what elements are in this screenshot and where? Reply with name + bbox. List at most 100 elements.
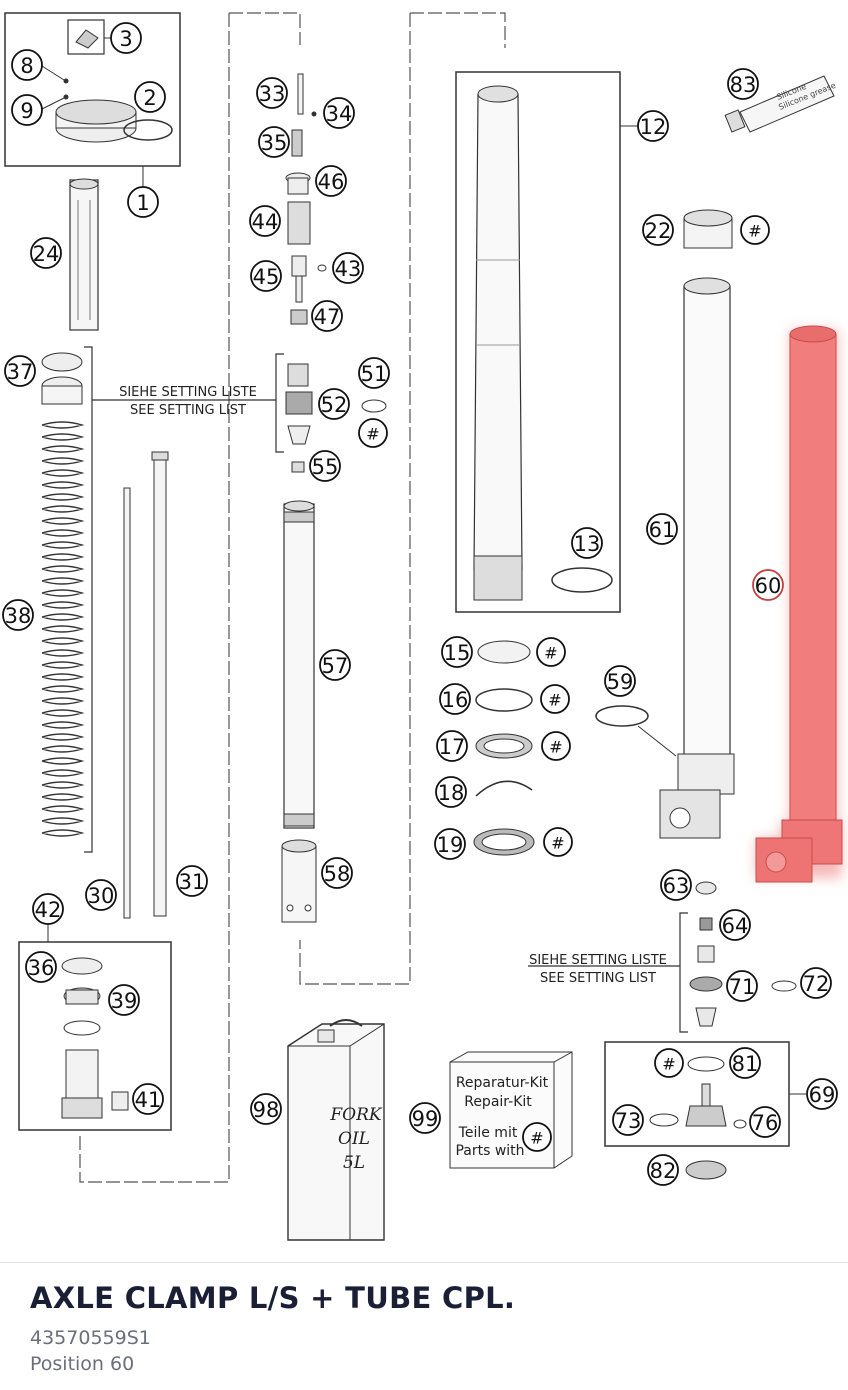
callout-circle-hash <box>358 418 388 448</box>
part-22[interactable] <box>683 209 733 249</box>
callout-circle-p81 <box>729 1047 761 1079</box>
callout-label-p44: 44 <box>252 210 279 234</box>
callout-circle-p13 <box>571 527 603 559</box>
oil-can-text-1: FORK <box>329 1105 383 1125</box>
callout-circle-p30 <box>85 879 117 911</box>
callout-label-hash: # <box>551 834 564 853</box>
callout-label-p34: 34 <box>326 102 353 126</box>
callout-circle-hash <box>543 827 573 857</box>
callout-circle-p99 <box>409 1102 441 1134</box>
callout-label-p33: 33 <box>259 82 286 106</box>
callout-circle-p45 <box>250 260 282 292</box>
callout-label-p38: 38 <box>5 604 32 628</box>
callout-label-p18: 18 <box>438 781 465 805</box>
callout-circle-p63 <box>660 869 692 901</box>
callout-circle-p1 <box>127 186 159 218</box>
callout-label-p35: 35 <box>261 131 288 155</box>
right-small-parts[interactable] <box>689 881 797 1027</box>
part-98-fork-oil-can[interactable]: FORK OIL 5L <box>287 1019 385 1241</box>
setting-bracket-right <box>528 912 688 1033</box>
callout-circle-p69 <box>806 1078 838 1110</box>
callout-label-p2: 2 <box>143 86 156 110</box>
callout-circle-p64 <box>719 909 751 941</box>
part-57-tube[interactable] <box>283 500 315 829</box>
callout-circle-p16 <box>439 683 471 715</box>
callout-circle-p2 <box>134 81 166 113</box>
callout-label-p64: 64 <box>722 914 749 938</box>
callout-label-p12: 12 <box>640 115 667 139</box>
callout-circle-p22 <box>642 214 674 246</box>
part-38-spring[interactable] <box>41 421 85 837</box>
callout-circle-hash <box>540 684 570 714</box>
callout-label-p42: 42 <box>35 898 62 922</box>
callout-label-hash: # <box>549 738 562 757</box>
callout-circle-p39 <box>108 984 140 1016</box>
callout-circle-p44 <box>249 205 281 237</box>
callout-label-p37: 37 <box>7 360 34 384</box>
callout-label-p13: 13 <box>574 532 601 556</box>
part-83-grease-tube[interactable]: Silicone Silicone grease <box>724 75 837 133</box>
part-24[interactable] <box>69 178 99 331</box>
callout-label-hash: # <box>544 644 557 663</box>
callout-circle-p31 <box>176 865 208 897</box>
callout-circle-p19 <box>434 828 466 860</box>
callout-label-p15: 15 <box>444 641 471 665</box>
callout-label-p1: 1 <box>136 191 149 215</box>
callout-label-hash: # <box>662 1055 675 1074</box>
repair-kit-line-2: Repair-Kit <box>464 1094 532 1110</box>
callout-label-p22: 22 <box>645 219 672 243</box>
part-58[interactable] <box>281 839 317 923</box>
middle-parts[interactable] <box>285 73 387 473</box>
callout-label-p30: 30 <box>88 884 115 908</box>
callout-circle-p59 <box>604 665 636 697</box>
part-37[interactable] <box>41 352 83 405</box>
callout-label-p71: 71 <box>729 975 756 999</box>
part-31-rod[interactable] <box>151 451 169 917</box>
part-99-repair-kit[interactable]: Reparatur-Kit Repair-Kit Teile mit Parts… <box>449 1051 573 1169</box>
callout-label-p99: 99 <box>412 1107 439 1131</box>
part-12-group[interactable] <box>455 71 640 613</box>
callout-label-p63: 63 <box>663 874 690 898</box>
part-30-rod[interactable] <box>123 487 131 919</box>
spring-coils <box>41 421 85 837</box>
part-title: AXLE CLAMP L/S + TUBE CPL. <box>30 1281 516 1315</box>
callout-circle-p43 <box>332 252 364 284</box>
callout-circle-p58 <box>321 857 353 889</box>
part-info-footer: AXLE CLAMP L/S + TUBE CPL. 43570559S1 Po… <box>0 1262 848 1390</box>
callout-label-p47: 47 <box>314 305 341 329</box>
setting-note-en-1: SEE SETTING LIST <box>130 403 246 418</box>
repair-kit-line-3: Teile mit <box>458 1125 518 1141</box>
callout-circle-p83 <box>727 68 759 100</box>
callout-circle-p12 <box>637 110 669 142</box>
callout-label-hash: # <box>366 425 379 444</box>
setting-note-de-1: SIEHE SETTING LISTE <box>119 385 257 400</box>
part-position: Position 60 <box>30 1353 135 1375</box>
callout-label-p57: 57 <box>322 654 349 678</box>
oil-can-text-3: 5L <box>343 1153 365 1173</box>
callout-label-p8: 8 <box>20 54 33 78</box>
callout-label-p51: 51 <box>361 362 388 386</box>
callout-circle-p98 <box>250 1093 282 1125</box>
seal-rings-15-19[interactable] <box>473 640 535 856</box>
callout-circle-hash <box>522 1122 552 1152</box>
callout-label-p16: 16 <box>442 688 469 712</box>
callout-label-p81: 81 <box>732 1052 759 1076</box>
callout-label-p76: 76 <box>752 1111 779 1135</box>
callout-label-p39: 39 <box>111 989 138 1013</box>
callout-label-hash: # <box>748 222 761 241</box>
callout-circle-p38 <box>2 599 34 631</box>
callout-circle-p41 <box>132 1083 164 1115</box>
part-61-tube[interactable] <box>595 277 735 839</box>
callout-label-p58: 58 <box>324 862 351 886</box>
setting-bracket-left <box>84 346 284 853</box>
callout-label-p52: 52 <box>321 393 348 417</box>
part-42-group[interactable] <box>18 922 172 1131</box>
part-69-group[interactable] <box>604 1041 806 1180</box>
callout-circle-p15 <box>441 636 473 668</box>
callout-label-p31: 31 <box>179 870 206 894</box>
callout-circle-p82 <box>647 1154 679 1186</box>
part-1-group[interactable] <box>4 12 181 190</box>
part-number: 43570559S1 <box>30 1327 151 1349</box>
part-60-highlight[interactable] <box>755 325 843 883</box>
callout-circle-p8 <box>11 49 43 81</box>
